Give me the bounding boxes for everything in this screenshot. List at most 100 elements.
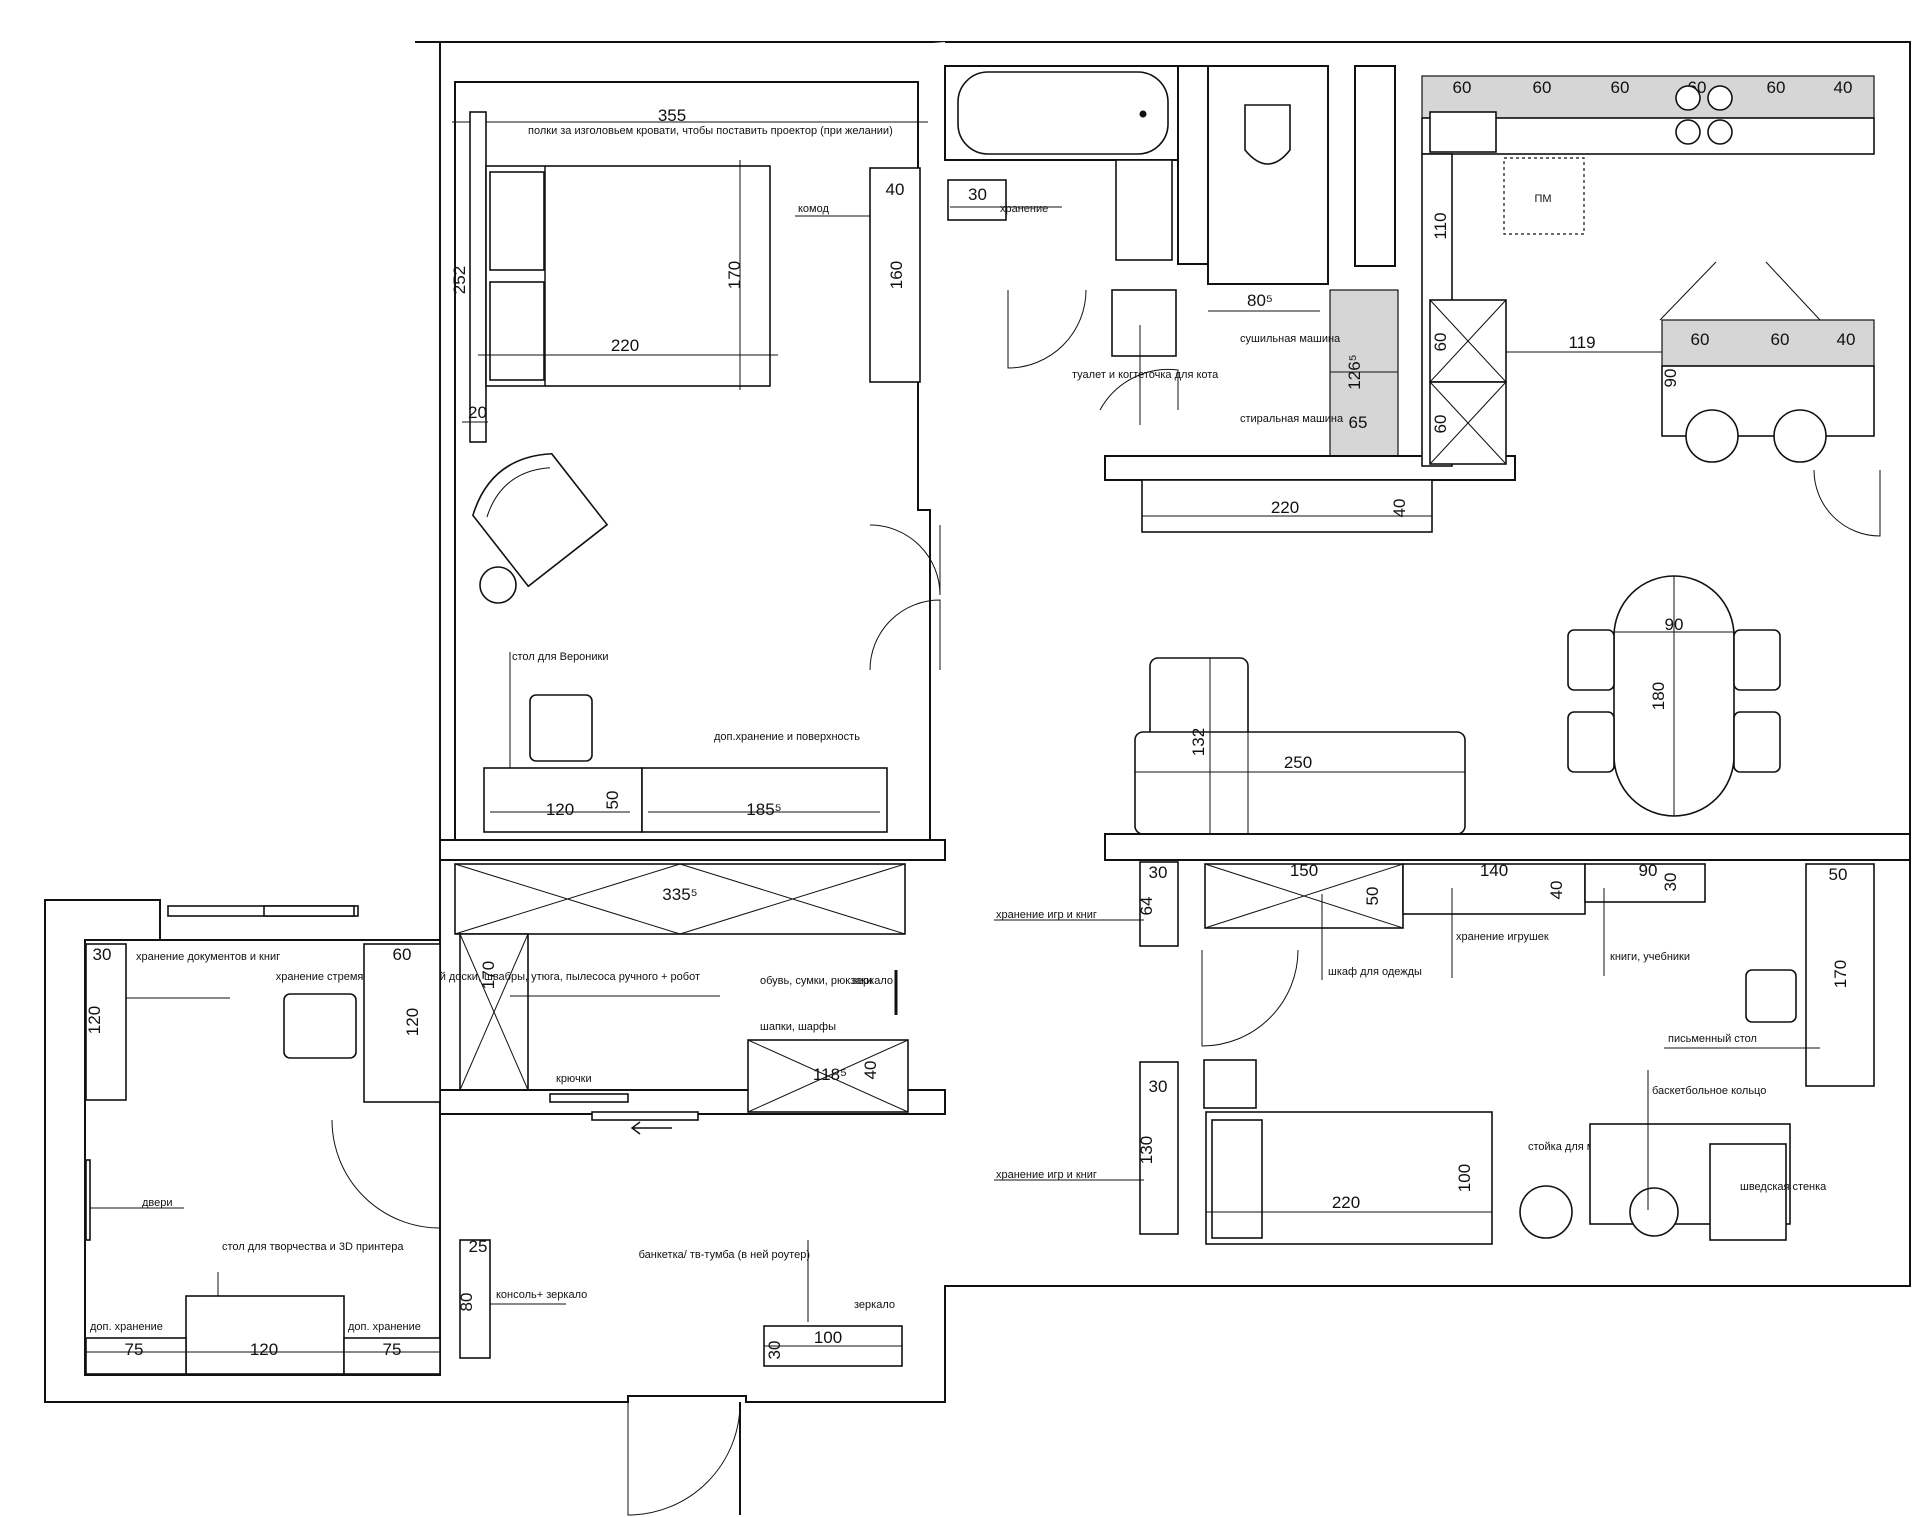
- games-shelf-2: [1139, 1061, 1179, 1235]
- hob-burner-1: [1675, 85, 1701, 111]
- kitchen-side-depth-dim: 110: [1431, 212, 1450, 239]
- entry-mirror-label: зеркало: [854, 1299, 895, 1311]
- kids-pillow: [1211, 1119, 1263, 1239]
- study-chair: [283, 993, 357, 1059]
- hall-storage: [1141, 479, 1433, 533]
- shoe-width-dim: 118⁵: [813, 1065, 847, 1084]
- kids-desk-label: письменный стол: [1668, 1033, 1757, 1045]
- toys-depth-dim: 40: [1547, 881, 1566, 900]
- games-shelf-1: [1139, 861, 1179, 947]
- console-label: консоль+ зеркало: [496, 1289, 587, 1301]
- bench-label: банкетка/ тв-тумба (в ней роутер): [639, 1249, 810, 1261]
- wardrobe-top: [454, 863, 906, 935]
- sofa-depth-dim: 132: [1189, 728, 1208, 756]
- kitchen-countertop: [1421, 75, 1875, 119]
- hob-burner-4: [1707, 119, 1733, 145]
- armchair: [472, 452, 609, 588]
- dining-chair-4: [1733, 711, 1781, 773]
- books-shelf: [1584, 863, 1706, 903]
- bench-width-dim: 100: [814, 1328, 842, 1347]
- wardrobe-label: хранение стремянки, гладильной доски, шв…: [276, 971, 700, 983]
- hoop-label: баскетбольное кольцо: [1652, 1085, 1766, 1097]
- tall-cabinet-1-dim: 60: [1431, 333, 1450, 352]
- right-storage-width-dim: 75: [383, 1340, 402, 1359]
- books-label: книги, учебники: [1610, 951, 1690, 963]
- study-30-dim: 30: [93, 945, 112, 964]
- docs-label: хранение документов и книг: [136, 951, 280, 963]
- study-door[interactable]: [331, 1119, 441, 1229]
- entry-hall: 25 80 консоль+ зеркало банкетка/ тв-тумб…: [457, 1237, 903, 1516]
- living-room: 132 250: [1104, 657, 1911, 861]
- ball-stand: [1519, 1185, 1573, 1239]
- pillow-1: [489, 171, 545, 271]
- desk-chair: [529, 694, 593, 762]
- sofa-width-dim: 250: [1284, 753, 1312, 772]
- docs-shelf: [85, 943, 127, 1101]
- hall-storage-width-dim: 220: [1271, 498, 1299, 517]
- wardrobe-width-dim: 335⁵: [662, 885, 697, 904]
- console-depth-dim: 25: [469, 1237, 488, 1256]
- bedroom-desk-label: стол для Вероники: [512, 651, 608, 663]
- bathroom: 30 хранение туалет и когтеточка для кота…: [944, 65, 1516, 533]
- washer-width-dim: 80⁵: [1247, 291, 1273, 310]
- side-table: [479, 566, 517, 604]
- dresser-label: комод: [798, 203, 829, 215]
- right-storage-label: доп. хранение: [348, 1321, 421, 1333]
- basketball-hoop: [1629, 1187, 1679, 1237]
- games-depth-1-dim: 30: [1149, 863, 1168, 882]
- bedroom-door-lower[interactable]: [869, 599, 941, 671]
- bar-stool-1: [1685, 409, 1739, 463]
- bedroom-storage-label: доп.хранение и поверхность: [714, 731, 860, 743]
- kids-door[interactable]: [1201, 949, 1299, 1047]
- console-length-dim: 80: [457, 1293, 476, 1312]
- console: [459, 1239, 491, 1359]
- study-desk-width-dim: 120: [250, 1340, 278, 1359]
- study-window-1: [167, 905, 359, 917]
- kids-desk: [1805, 863, 1875, 1087]
- kitchen-island: [1661, 365, 1875, 437]
- washer-stack: [1329, 289, 1399, 457]
- kids-nightstand: [1203, 1059, 1257, 1109]
- pillow-2: [489, 281, 545, 381]
- kids-bed-length-dim: 100: [1455, 1164, 1474, 1192]
- bedroom-desk-width-dim: 120: [546, 800, 574, 819]
- games-length-2-dim: 130: [1137, 1136, 1156, 1164]
- kitchen: 60 60 60 60 60 40 ПМ 110 60 60 119 60 60…: [1421, 75, 1881, 817]
- swedish-wall: [1709, 1143, 1787, 1241]
- kitchen-door[interactable]: [1813, 469, 1881, 537]
- bedroom-width-dim: 355: [658, 106, 686, 125]
- laundry-door[interactable]: [1099, 368, 1179, 411]
- washer-label: стиральная машина: [1240, 413, 1344, 425]
- wardrobe-mirror-label: зеркало: [852, 975, 893, 987]
- bed-gap-dim: 20: [468, 403, 487, 422]
- dining-chair-3: [1733, 629, 1781, 691]
- bath-storage-depth-dim: 30: [968, 185, 987, 204]
- bedroom-wall-dim: 252: [450, 266, 469, 294]
- bedroom-door-upper[interactable]: [869, 524, 941, 596]
- study-left-storage: [85, 1337, 187, 1375]
- bath-door[interactable]: [1007, 289, 1087, 369]
- svg-text:60: 60: [1453, 78, 1472, 97]
- games-label-2: хранение игр и книг: [996, 1169, 1097, 1181]
- svg-text:60: 60: [1767, 78, 1786, 97]
- kitchen-module-dims: 60 60 60 60 60 40: [1453, 78, 1853, 97]
- hooks-label: крючки: [556, 1073, 592, 1085]
- study: 30 120 хранение документов и книг 60 120…: [85, 905, 441, 1375]
- toys-label: хранение игрушек: [1456, 931, 1549, 943]
- kids-chair: [1745, 969, 1797, 1023]
- bags-label: обувь, сумки, рюкзаки: [760, 975, 872, 987]
- arrow-icon: [630, 1121, 672, 1135]
- bath-storage-label: хранение: [1000, 203, 1048, 215]
- cat-label: туалет и когтеточка для кота: [1072, 369, 1219, 381]
- hall-shelf: [591, 1111, 699, 1121]
- toys-storage: [1402, 863, 1586, 915]
- kids-wardrobe-width-dim: 150: [1290, 861, 1318, 880]
- bed-width-dim: 220: [611, 336, 639, 355]
- entrance-door[interactable]: [627, 1401, 741, 1516]
- hats-label: шапки, шарфы: [760, 1021, 836, 1033]
- toys-width-dim: 140: [1480, 861, 1508, 880]
- bath-storage: [947, 179, 1007, 221]
- games-depth-2-dim: 30: [1149, 1077, 1168, 1096]
- island-module-2-dim: 60: [1771, 330, 1790, 349]
- bar-stool-2: [1773, 409, 1827, 463]
